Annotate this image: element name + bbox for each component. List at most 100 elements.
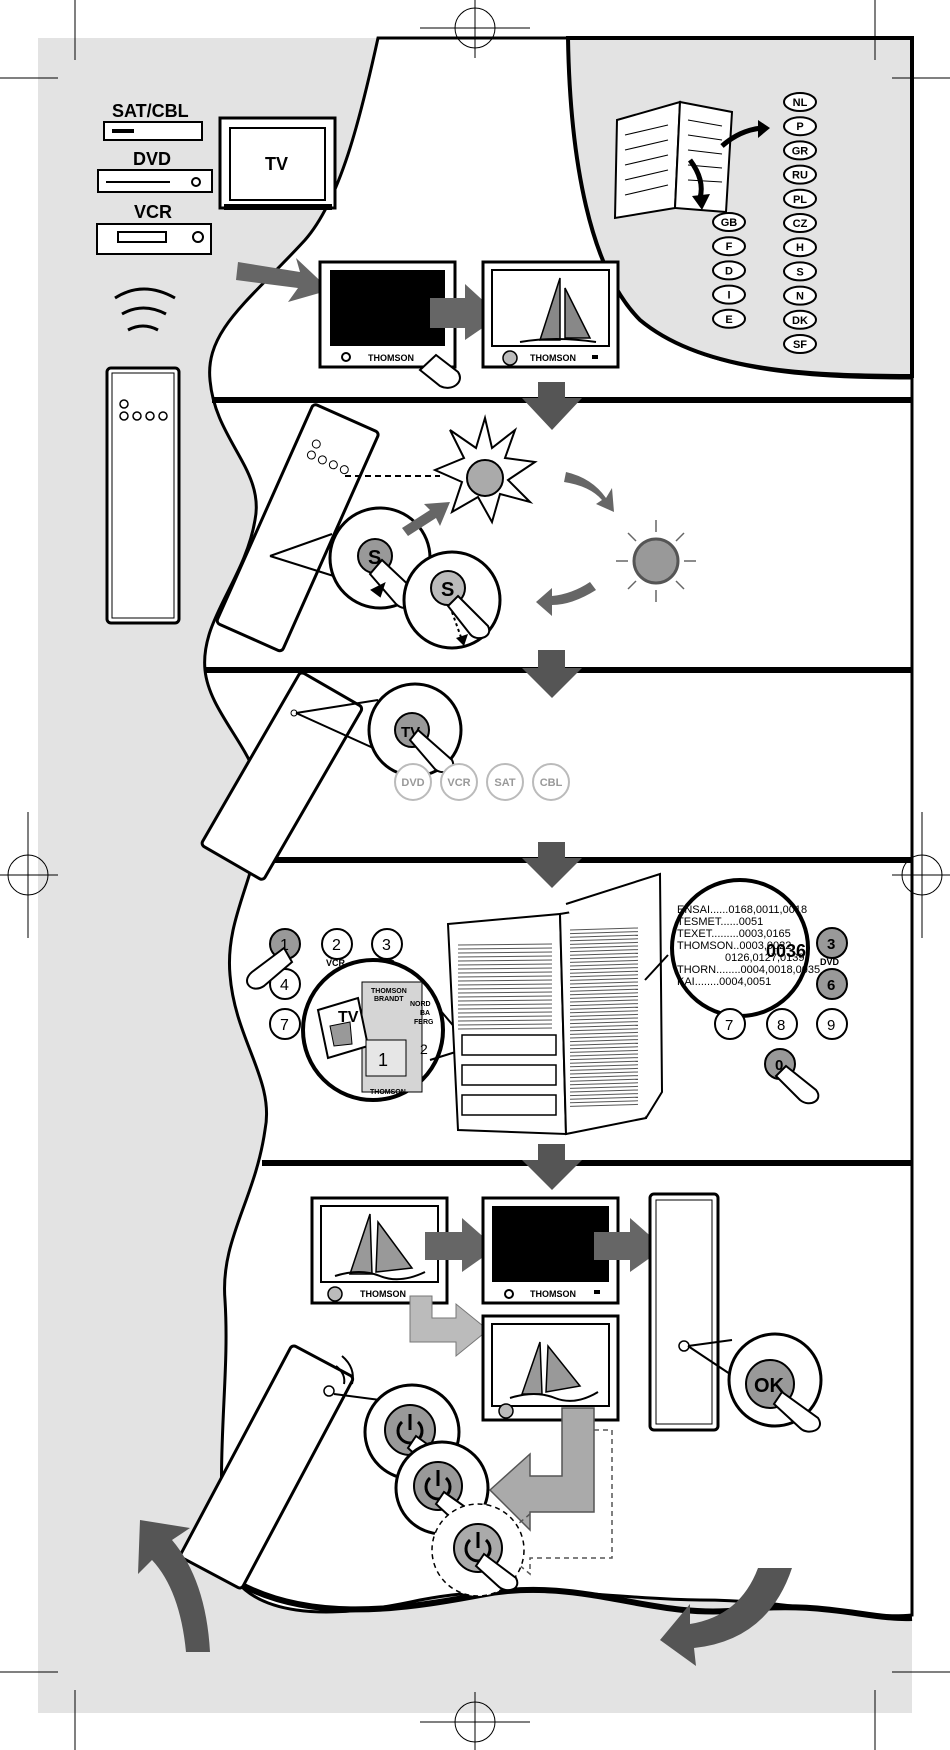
zoom-side-3: FERG: [414, 1019, 434, 1026]
down-arrow-icon: [522, 1144, 582, 1190]
sailboat-icon: [348, 1213, 414, 1275]
language-code: N: [796, 291, 804, 303]
key-label: 4: [280, 977, 289, 994]
manual-booklet-icon: [613, 100, 734, 220]
code-brand: ENSAI: [677, 904, 710, 916]
mode-button: [394, 763, 432, 801]
key-label: 7: [280, 1017, 289, 1034]
mode-button-label: VCR: [447, 777, 470, 789]
arrow-icon: [409, 1295, 489, 1358]
code-row: 0126,0127,0139: [725, 952, 805, 964]
code-row: KAI........0004,0051: [677, 976, 771, 988]
key-caption: VCR: [326, 958, 346, 968]
remote-upright: [648, 1192, 720, 1432]
registration-mark-left: [0, 812, 58, 938]
tv-brand-3: THOMSON: [360, 1289, 406, 1299]
arrow-icon: [488, 1407, 595, 1532]
key-label: 2: [332, 937, 341, 954]
language-oval: [783, 140, 817, 161]
zoom-brand-1: THOMSON: [371, 988, 407, 995]
code-values: ..0003,0022: [733, 940, 791, 952]
down-arrow-icon: [522, 382, 582, 430]
key-2: [321, 928, 353, 960]
finger-icon: [446, 594, 491, 640]
key-label: 7: [725, 1017, 733, 1034]
language-oval: [783, 309, 817, 330]
vcr-icon: [96, 223, 212, 255]
mode-button-label: DVD: [401, 777, 424, 789]
key-6: [816, 968, 848, 1000]
tv-book-icon: TV: [316, 996, 370, 1060]
key-label: 6: [827, 977, 835, 994]
tv-brand-2: THOMSON: [530, 353, 576, 363]
code-row: THOMSON..0003,0022: [677, 940, 791, 952]
step2: S S: [215, 403, 696, 698]
language-code: GB: [721, 217, 738, 229]
device-group: SAT/CBL DVD VCR TV: [96, 101, 337, 255]
arrow-icon: [425, 1218, 496, 1272]
key-7: [269, 1008, 301, 1040]
language-oval: [783, 213, 817, 233]
code-brand: TEXET: [677, 928, 713, 940]
language-oval: [712, 260, 746, 281]
language-oval: [712, 236, 746, 257]
tv-device-label: TV: [265, 154, 288, 174]
key-3: [371, 928, 403, 960]
finger-icon: [772, 1390, 821, 1433]
page-turn-arrow-icon: [138, 1520, 210, 1652]
remote-control: [105, 366, 181, 625]
language-code: E: [725, 314, 732, 326]
dvd-player-icon: [97, 169, 213, 193]
standby-light-icon: [498, 1403, 514, 1419]
zoom-number-2: 2: [420, 1041, 428, 1057]
key-8: [766, 1008, 798, 1040]
sat-box-icon: [103, 121, 203, 141]
mode-button: [440, 763, 478, 801]
key-3: [816, 927, 848, 959]
code-row: THORN........0004,0018,0035: [677, 964, 820, 976]
curved-arrow-icon: [536, 582, 596, 616]
language-code: D: [725, 265, 733, 277]
language-code: GR: [792, 145, 809, 157]
zoom-number: 1: [378, 1050, 388, 1070]
language-oval: [783, 116, 817, 137]
standby-light-icon: [327, 1286, 343, 1302]
down-arrow-icon: [522, 842, 582, 888]
curved-arrow-icon: [687, 158, 704, 199]
tv-screen-on: THOMSON: [310, 1196, 449, 1305]
page-turn-arrow-icon: [660, 1568, 792, 1666]
code-brand: THOMSON: [677, 940, 733, 952]
language-oval: [783, 237, 817, 258]
keypad-left: 1 2 3 TV VCR DVD 4 7: [246, 928, 403, 1040]
finger-icon: [774, 1064, 820, 1105]
zoom-side-2: BA: [420, 1010, 430, 1017]
language-code: F: [726, 241, 733, 253]
key-label: 0: [775, 1057, 783, 1074]
code-row: ENSAI......0168,0011,0018: [677, 904, 807, 916]
code-row: TEXET.........0003,0165: [677, 928, 791, 940]
dvd-label: DVD: [133, 149, 171, 169]
remote-diagonal: [215, 403, 380, 653]
ok-label: OK: [754, 1375, 785, 1397]
language-code: DK: [792, 315, 808, 327]
key-label: 3: [382, 937, 391, 954]
remote-diagonal: [179, 1344, 355, 1590]
tv-device-icon: TV: [218, 116, 337, 210]
language-oval: [783, 164, 817, 185]
zoom-side-1: NORD: [410, 1001, 431, 1008]
tv-brand-1: THOMSON: [368, 353, 414, 363]
registration-mark-bottom: [420, 1692, 530, 1750]
arrow-icon: [236, 258, 330, 302]
code-values: ......0051: [720, 916, 763, 928]
code-row: TESMET......0051: [677, 916, 763, 928]
step1: THOMSON THOMSON: [236, 258, 620, 430]
key-label: 1: [280, 937, 289, 954]
tv-screen-on-small: [481, 1314, 620, 1422]
tv-screen-on: THOMSON: [481, 260, 620, 369]
search-button-label: S: [441, 579, 454, 601]
finger-icon: [246, 946, 294, 990]
